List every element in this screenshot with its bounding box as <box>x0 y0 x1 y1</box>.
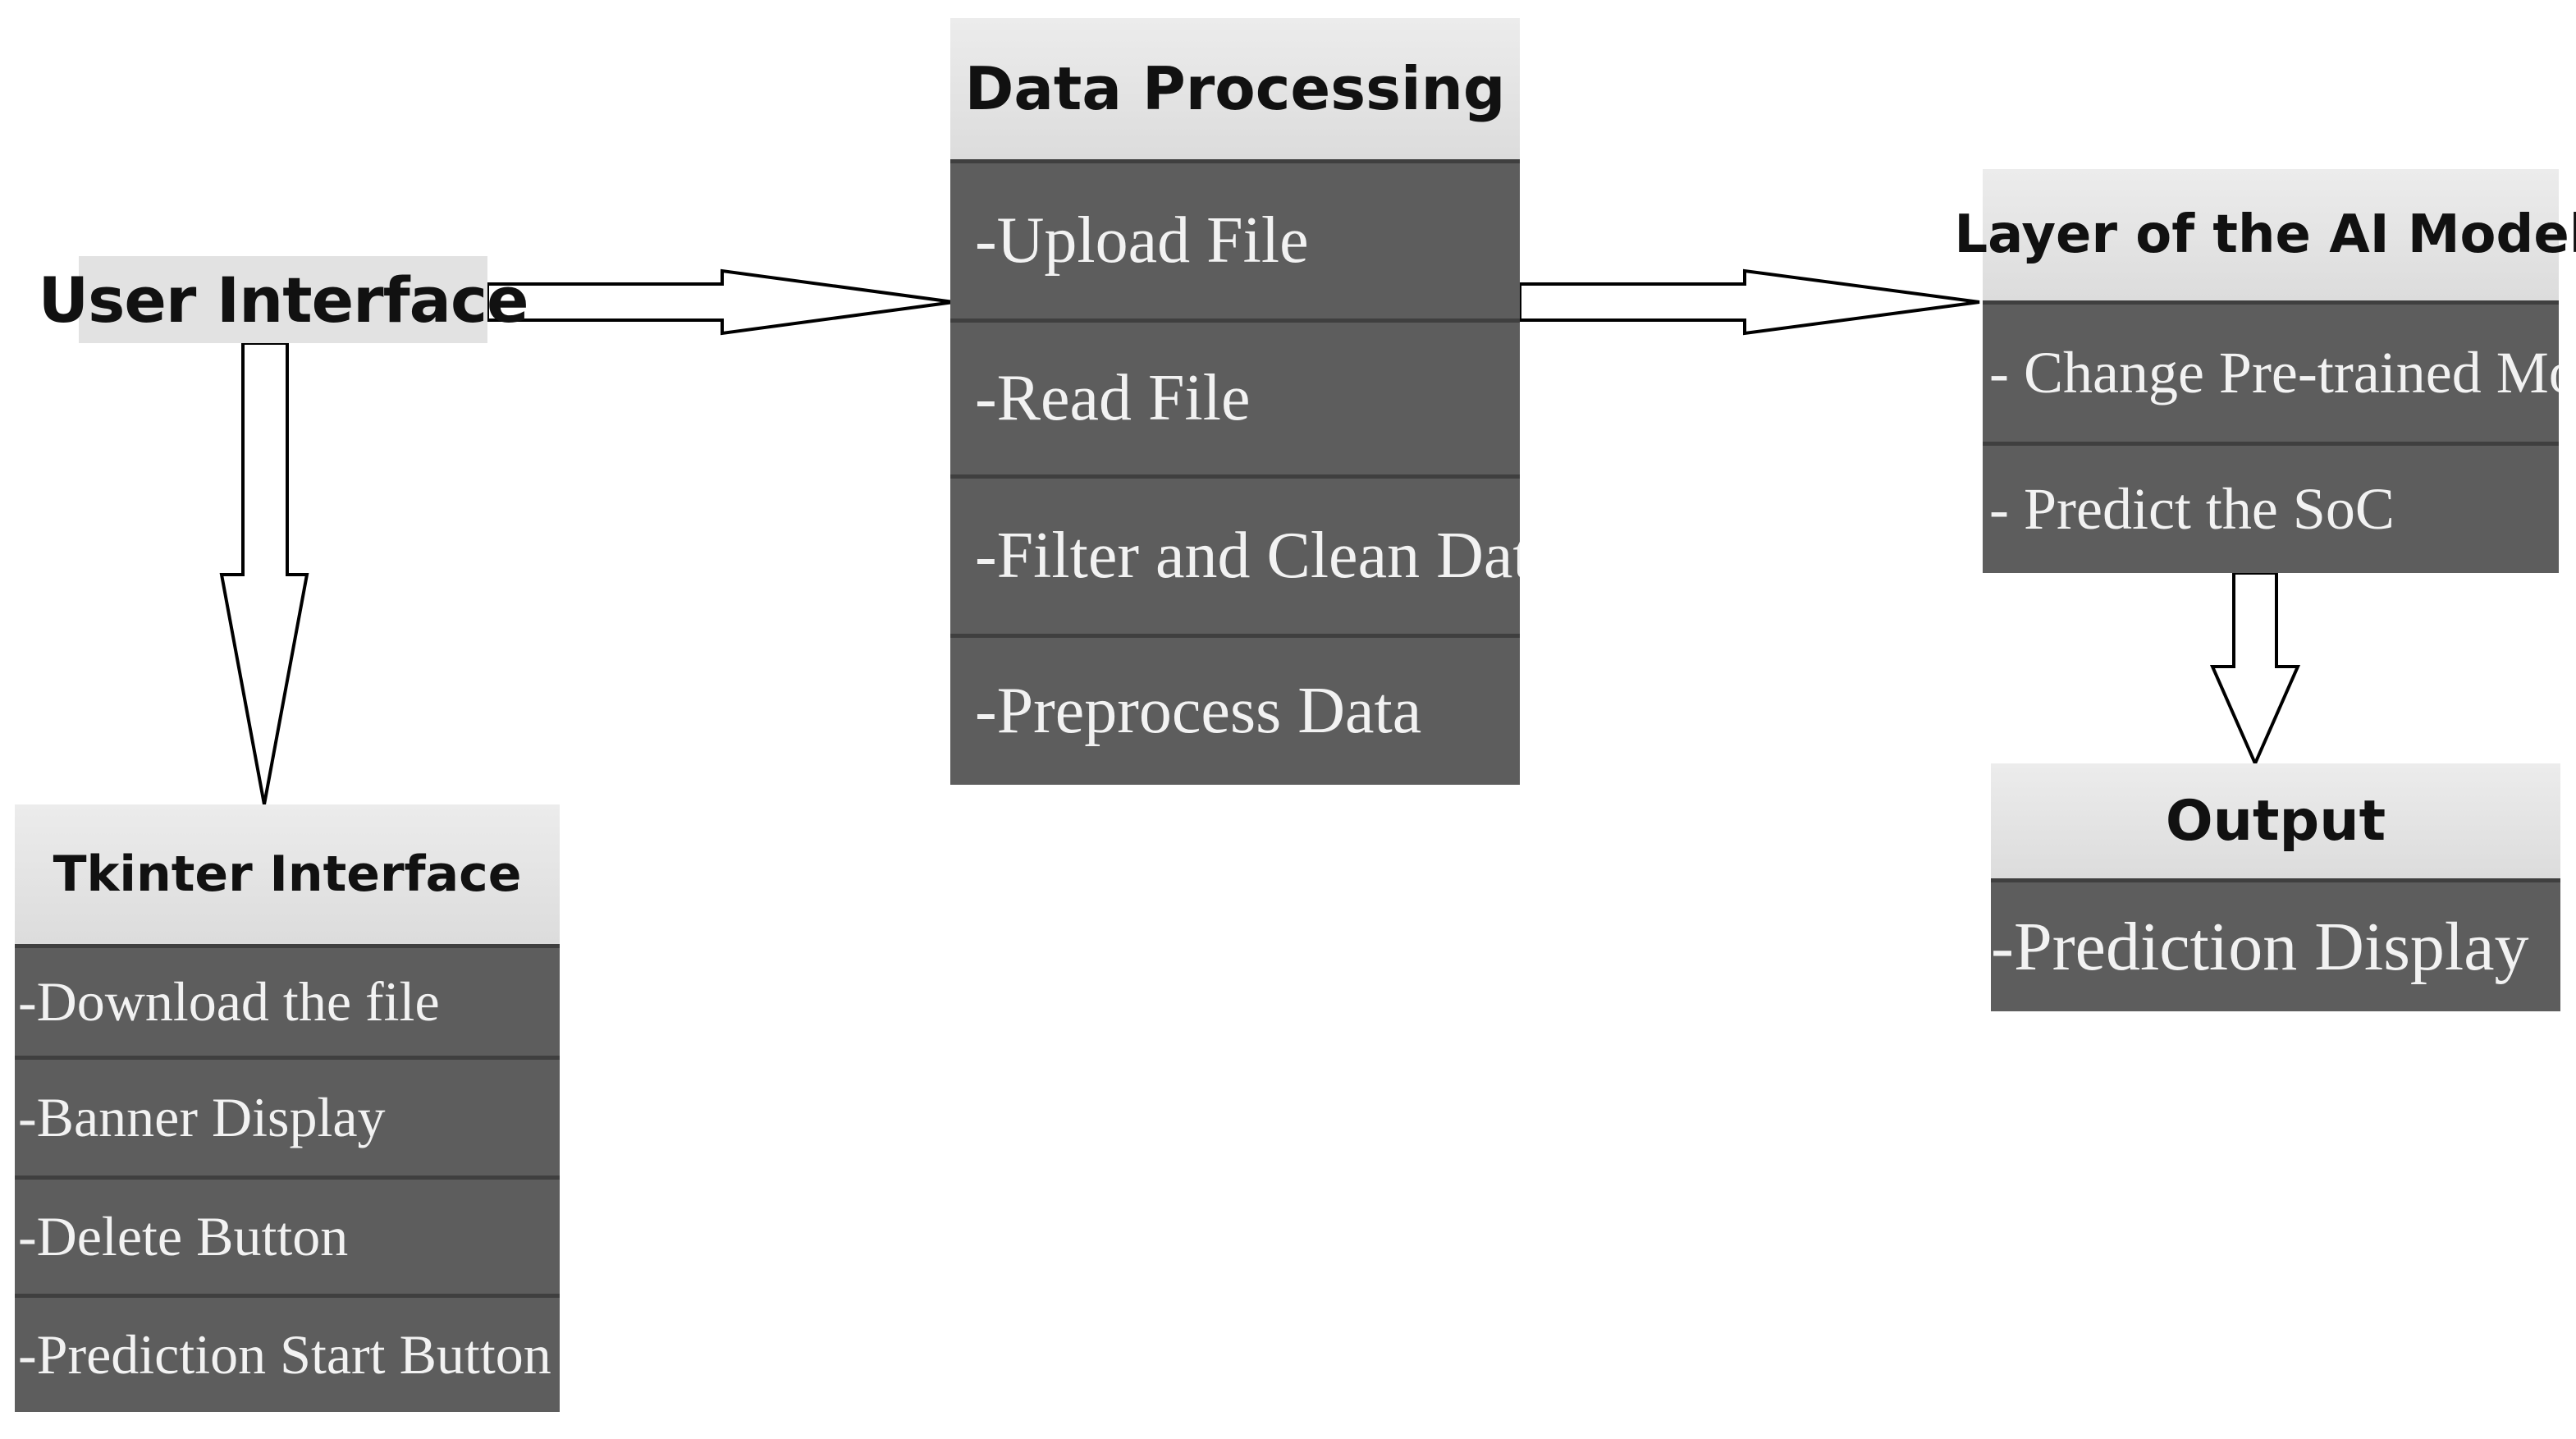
tkinter-interface-title: Tkinter Interface <box>15 804 560 944</box>
arrow-ui-to-data-processing <box>486 268 954 336</box>
tkinter-item: -Prediction Start Button <box>15 1294 560 1412</box>
output-box: Output -Prediction Display <box>1991 763 2560 1011</box>
output-item: -Prediction Display <box>1991 878 2560 1011</box>
data-processing-title: Data Processing <box>950 18 1520 159</box>
arrow-ai-model-to-output <box>2209 571 2301 768</box>
data-processing-item: -Read File <box>950 319 1520 474</box>
ai-model-title: Layer of the AI Model <box>1954 169 2576 300</box>
tkinter-interface-box: Tkinter Interface -Download the file -Ba… <box>15 804 560 1412</box>
ai-model-item: - Predict the SoC <box>1983 442 2559 573</box>
ai-model-box: Layer of the AI Model - Change Pre-train… <box>1954 169 2576 573</box>
output-title: Output <box>1991 763 2560 878</box>
ai-model-item: - Change Pre-trained Model <box>1983 300 2559 442</box>
tkinter-item: -Delete Button <box>15 1175 560 1294</box>
arrow-ui-to-tkinter <box>219 341 309 805</box>
data-processing-item: -Upload File <box>950 159 1520 319</box>
data-processing-item: -Filter and Clean Data <box>950 474 1520 634</box>
data-processing-item: -Preprocess Data <box>950 634 1520 785</box>
data-processing-box: Data Processing -Upload File -Read File … <box>950 18 1520 785</box>
tkinter-item: -Download the file <box>15 944 560 1056</box>
tkinter-item: -Banner Display <box>15 1056 560 1175</box>
user-interface-label: User Interface <box>38 256 529 343</box>
arrow-data-processing-to-ai-model <box>1518 268 1980 336</box>
